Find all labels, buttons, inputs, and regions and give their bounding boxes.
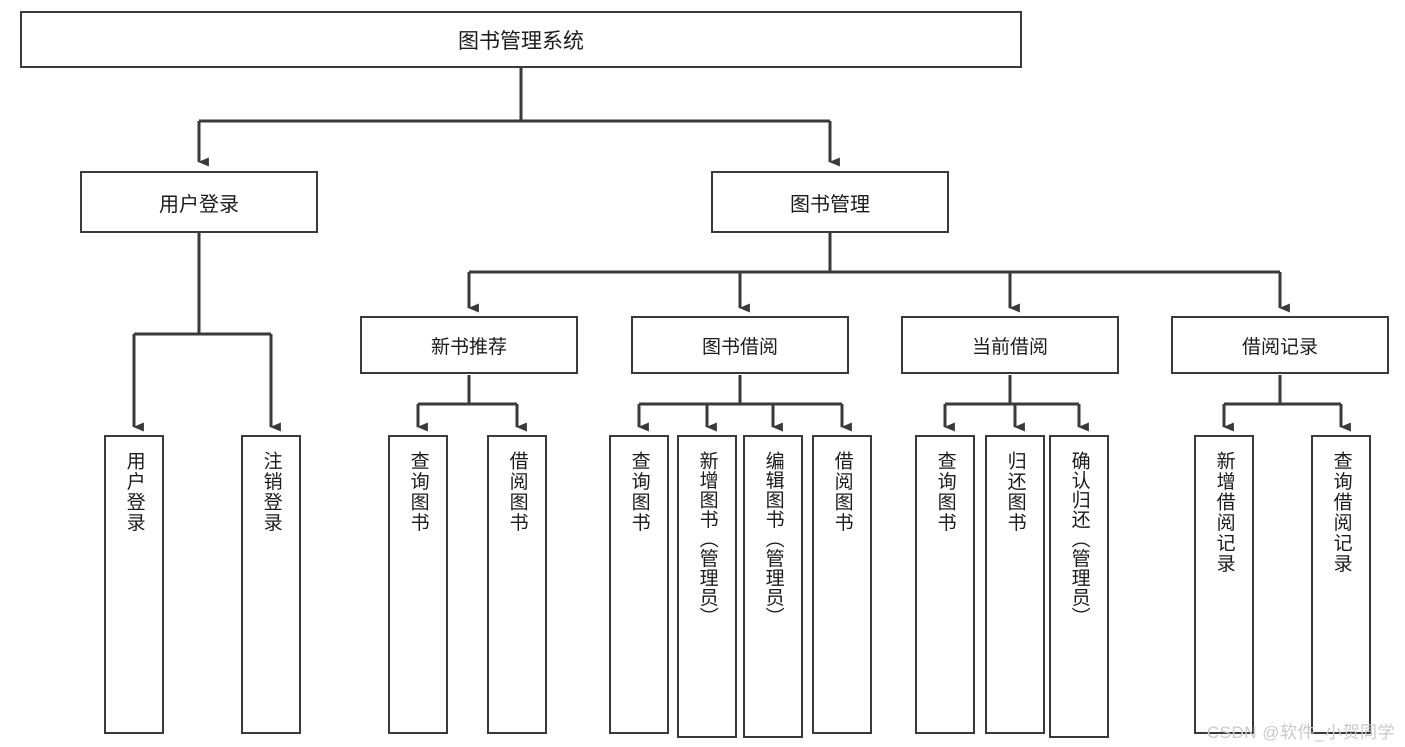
node-user-login[interactable]: 用户登录	[80, 171, 318, 233]
leaf-query-book-recommend[interactable]: 查询图书	[388, 435, 448, 734]
leaf-query-book-borrow[interactable]: 查询图书	[609, 435, 669, 734]
leaf-label: 查询图书	[628, 451, 650, 533]
leaf-label: 确认归还（管理员）	[1068, 451, 1090, 627]
node-label: 当前借阅	[971, 336, 1048, 358]
leaf-user-logout[interactable]: 注销登录	[241, 435, 301, 734]
leaf-label: 借阅图书	[506, 451, 528, 533]
node-label: 用户登录	[159, 193, 239, 216]
node-label: 借阅记录	[1241, 336, 1318, 358]
node-current-borrow[interactable]: 当前借阅	[901, 316, 1119, 374]
leaf-label: 查询图书	[407, 451, 429, 533]
leaf-borrow-book-recommend[interactable]: 借阅图书	[487, 435, 547, 734]
node-book-management[interactable]: 图书管理	[711, 171, 949, 233]
leaf-label: 查询图书	[934, 451, 956, 533]
leaf-label: 新增图书（管理员）	[696, 451, 718, 627]
leaf-borrow-book-action[interactable]: 借阅图书	[812, 435, 872, 734]
leaf-label: 新增借阅记录	[1213, 451, 1235, 574]
leaf-label: 用户登录	[123, 451, 145, 533]
node-label: 图书管理	[790, 193, 870, 216]
node-borrow-record[interactable]: 借阅记录	[1171, 316, 1389, 374]
node-book-borrow[interactable]: 图书借阅	[631, 316, 849, 374]
node-root-system[interactable]: 图书管理系统	[20, 11, 1022, 68]
leaf-add-book-admin[interactable]: 新增图书（管理员）	[677, 435, 737, 738]
leaf-label: 注销登录	[260, 451, 282, 533]
node-new-book-recommend[interactable]: 新书推荐	[360, 316, 578, 374]
node-label: 新书推荐	[430, 336, 507, 358]
leaf-label: 借阅图书	[831, 451, 853, 533]
node-label: 图书借阅	[701, 336, 778, 358]
leaf-label: 编辑图书（管理员）	[762, 451, 784, 627]
node-label: 图书管理系统	[458, 29, 584, 53]
csdn-watermark: CSDN @软件_小贺同学	[1206, 723, 1395, 742]
leaf-query-book-current[interactable]: 查询图书	[915, 435, 975, 734]
leaf-add-borrow-record[interactable]: 新增借阅记录	[1194, 435, 1254, 734]
leaf-edit-book-admin[interactable]: 编辑图书（管理员）	[743, 435, 803, 738]
leaf-confirm-return-admin[interactable]: 确认归还（管理员）	[1049, 435, 1109, 738]
leaf-label: 归还图书	[1004, 451, 1026, 533]
leaf-label: 查询借阅记录	[1330, 451, 1352, 574]
leaf-user-login-action[interactable]: 用户登录	[104, 435, 164, 734]
leaf-return-book[interactable]: 归还图书	[985, 435, 1045, 734]
leaf-query-borrow-record[interactable]: 查询借阅记录	[1311, 435, 1371, 734]
